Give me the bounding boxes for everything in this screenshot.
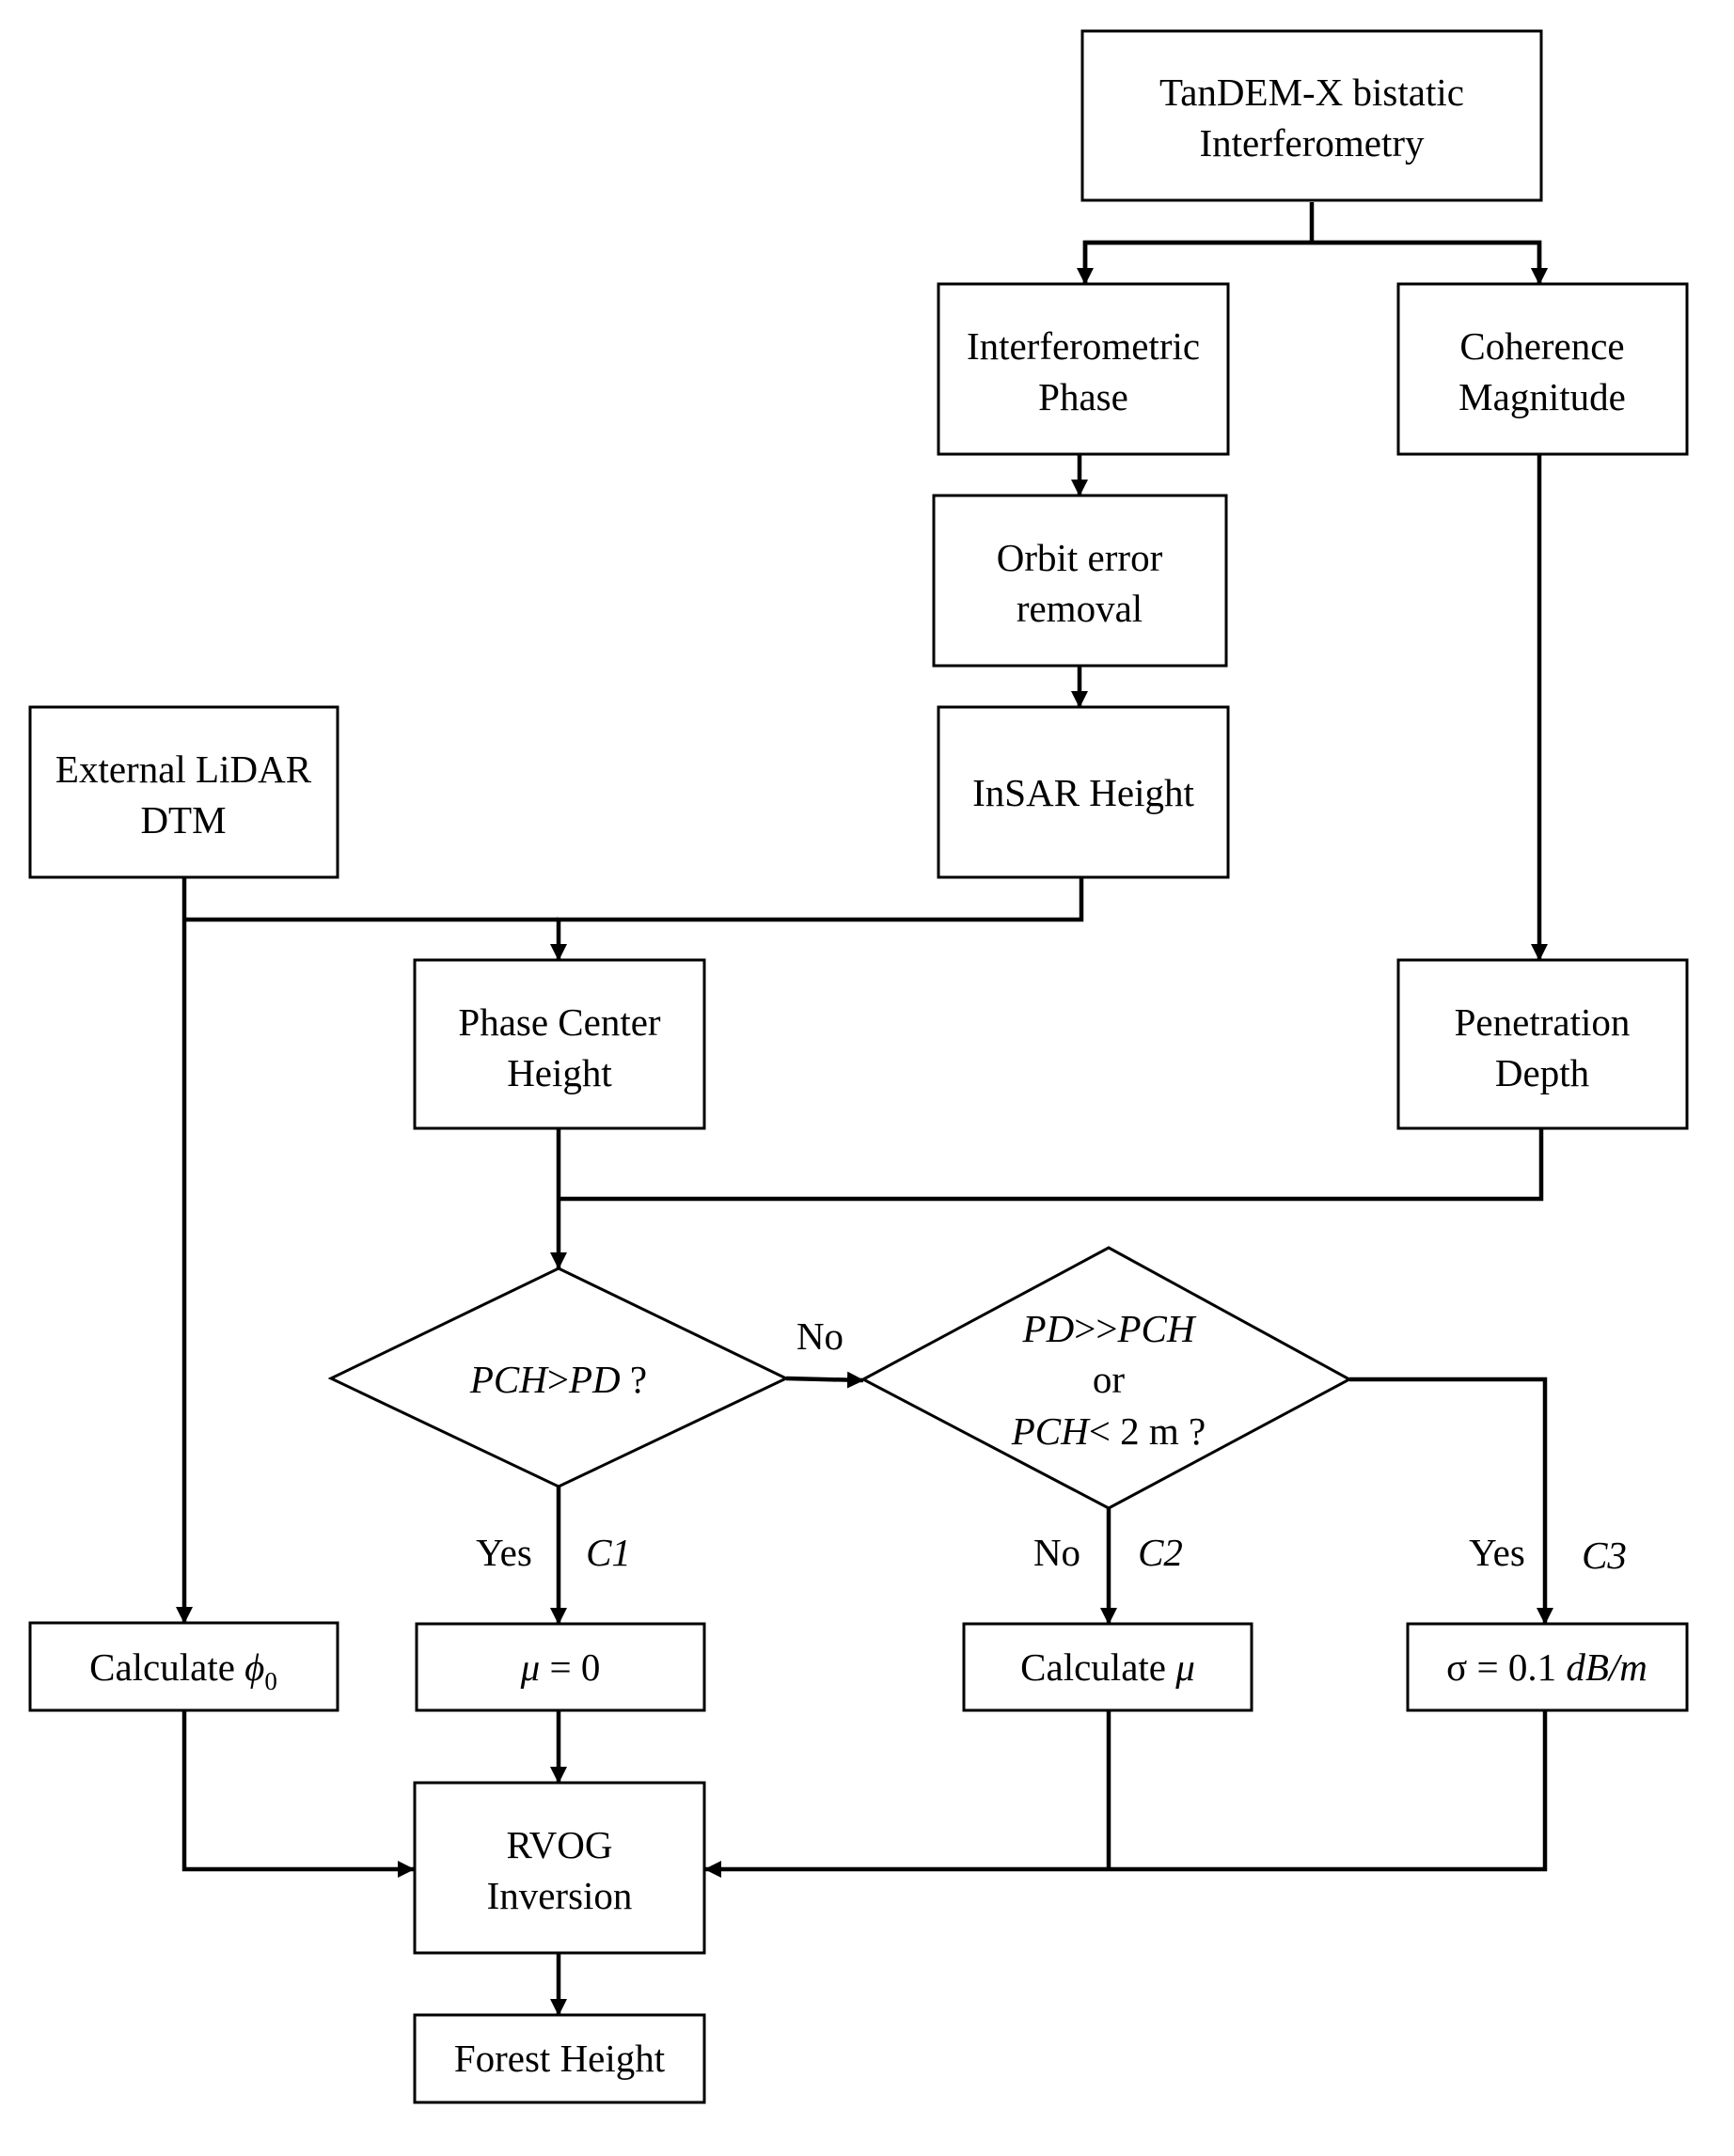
node-penetration-depth: Penetration Depth bbox=[1396, 958, 1689, 1130]
decision-2-line1: PD>>PCH bbox=[1022, 1307, 1197, 1350]
decision-2-line1-op: >> bbox=[1074, 1307, 1117, 1350]
connector-insar-to-pch bbox=[550, 877, 1084, 961]
connector-penetration-merge bbox=[559, 1128, 1544, 1202]
node-mu-zero-mu: μ bbox=[520, 1645, 541, 1689]
node-external-lidar-dtm: External LiDAR DTM bbox=[28, 705, 339, 879]
decision-2-line1-var1: PD bbox=[1022, 1307, 1075, 1350]
node-calc-phi-subscript: 0 bbox=[264, 1667, 277, 1695]
edge-label-c2: C2 bbox=[1138, 1531, 1183, 1574]
edge-label-d2-yes: Yes bbox=[1469, 1531, 1525, 1574]
node-coherence-line1: Coherence bbox=[1459, 324, 1624, 368]
node-phase-center-height: Phase Center Height bbox=[413, 958, 706, 1130]
decision-2-line3-var1: PCH bbox=[1011, 1409, 1091, 1453]
node-orbit-error-removal: Orbit error removal bbox=[932, 494, 1228, 668]
node-mu-zero-text: μ = 0 bbox=[520, 1645, 601, 1689]
connector-sigma-to-rvog bbox=[704, 1710, 1548, 1878]
node-tandem-line1: TanDEM-X bistatic bbox=[1159, 71, 1464, 114]
decision-1-tail: ? bbox=[621, 1358, 647, 1401]
decision-pch-gt-pd: PCH>PD ? bbox=[327, 1267, 790, 1488]
node-mu-zero-rest: = 0 bbox=[540, 1645, 600, 1689]
edge-label-c1: C1 bbox=[586, 1531, 631, 1574]
node-sigma-text: σ = 0.1 dB/m bbox=[1446, 1645, 1647, 1689]
node-calc-mu-text: Calculate μ bbox=[1020, 1645, 1195, 1689]
node-phase-line1: Interferometric bbox=[967, 324, 1200, 368]
node-sigma-unit: dB/m bbox=[1566, 1645, 1647, 1689]
node-phase-line2: Phase bbox=[1038, 375, 1128, 418]
connector-calc-phi-to-rvog bbox=[181, 1710, 415, 1878]
edge-label-c3: C3 bbox=[1582, 1534, 1627, 1577]
node-penetration-line2: Depth bbox=[1495, 1051, 1589, 1094]
node-orbit-line1: Orbit error bbox=[997, 536, 1163, 579]
node-sigma-lhs: σ = 0.1 bbox=[1446, 1645, 1566, 1689]
node-pch-line1: Phase Center bbox=[458, 1000, 661, 1044]
decision-1-var1: PCH bbox=[469, 1358, 549, 1401]
decision-2-line2: or bbox=[1093, 1358, 1126, 1401]
connectors bbox=[176, 202, 1553, 2016]
node-tandem-line2: Interferometry bbox=[1199, 121, 1425, 165]
node-mu-zero: μ = 0 bbox=[415, 1622, 706, 1712]
node-lidar-line1: External LiDAR bbox=[55, 748, 312, 791]
connector-d2-yes-to-sigma bbox=[1349, 1377, 1553, 1625]
node-rvog-line2: Inversion bbox=[487, 1874, 633, 1917]
node-coherence-magnitude: Coherence Magnitude bbox=[1396, 282, 1689, 456]
node-penetration-line1: Penetration bbox=[1455, 1000, 1631, 1044]
node-insar-label: InSAR Height bbox=[972, 771, 1194, 814]
edge-label-d2-no: No bbox=[1033, 1531, 1080, 1574]
decision-1-text: PCH>PD ? bbox=[469, 1358, 647, 1401]
decision-2-line3-tail: < 2 m ? bbox=[1089, 1409, 1206, 1453]
node-calc-mu-prefix: Calculate bbox=[1020, 1645, 1166, 1689]
edge-label-d1-no: No bbox=[796, 1314, 843, 1358]
node-forest-label: Forest Height bbox=[454, 2037, 666, 2080]
node-tandem: TanDEM-X bistatic Interferometry bbox=[1080, 29, 1543, 202]
connector-tandem-to-coherence bbox=[1312, 240, 1548, 285]
node-calculate-phi0: Calculate ϕ0 bbox=[28, 1621, 339, 1712]
node-calc-phi-symbol: ϕ bbox=[244, 1645, 264, 1689]
node-calculate-mu: Calculate μ bbox=[962, 1622, 1253, 1712]
connector-d1-no-to-d2 bbox=[785, 1371, 864, 1389]
node-orbit-line2: removal bbox=[1017, 587, 1143, 630]
edge-label-d1-yes: Yes bbox=[476, 1531, 532, 1574]
decision-1-op: > bbox=[547, 1358, 569, 1401]
node-insar-height: InSAR Height bbox=[937, 705, 1230, 879]
decision-2-line3: PCH< 2 m ? bbox=[1011, 1409, 1206, 1453]
node-pch-line2: Height bbox=[507, 1051, 612, 1094]
node-forest-height: Forest Height bbox=[413, 2013, 706, 2104]
decision-2-line1-var2: PCH bbox=[1116, 1307, 1196, 1350]
node-calc-phi-prefix: Calculate bbox=[89, 1645, 235, 1689]
decision-pd-much-gt-pch: PD>>PCH or PCH< 2 m ? bbox=[859, 1246, 1353, 1510]
node-sigma: σ = 0.1 dB/m bbox=[1406, 1622, 1689, 1712]
connector-tandem-to-phase bbox=[1077, 240, 1312, 285]
node-rvog-inversion: RVOG Inversion bbox=[413, 1781, 706, 1955]
node-rvog-line1: RVOG bbox=[507, 1823, 613, 1866]
node-lidar-line2: DTM bbox=[140, 798, 226, 842]
decision-1-var2: PD bbox=[568, 1358, 621, 1401]
node-interferometric-phase: Interferometric Phase bbox=[937, 282, 1230, 456]
node-coherence-line2: Magnitude bbox=[1458, 375, 1626, 418]
node-calc-phi-text: Calculate ϕ0 bbox=[89, 1645, 277, 1695]
node-calc-mu-symbol: μ bbox=[1174, 1645, 1195, 1689]
